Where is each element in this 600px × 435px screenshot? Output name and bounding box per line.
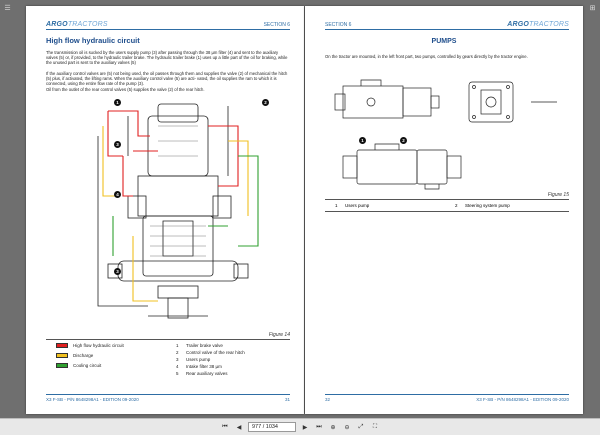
legend-divider [325,211,569,212]
footer-page-number: 32 [325,397,331,402]
legend-item: 1 Trailer brake valve [176,342,223,349]
callout-1: 1 [114,99,121,106]
callout-2: 2 [262,99,269,106]
legend-color-row: Cooling circuit [56,362,101,369]
viewer-toolbar: ⏮ ◀ 977 / 1034 ▶ ⏭ ⊕ ⊖ ⤢ ⛶ [0,418,600,435]
legend-color-label: Cooling circuit [73,363,102,368]
page-header: ARGOTRACTORS SECTION 6 [46,20,290,30]
next-page-icon[interactable]: ▶ [302,424,308,431]
page-right: SECTION 6 ARGOTRACTORS PUMPS On the trac… [305,6,583,414]
legend-item-number: 1 [176,343,179,348]
section-heading: PUMPS [431,38,457,45]
legend-color-row: High flow hydraulic circuit [56,342,124,349]
brand-main: ARGO [507,21,530,28]
page-header: SECTION 6 ARGOTRACTORS [325,20,569,30]
legend-item-label: Users pump [186,357,211,362]
brand-sub: TRACTORS [67,21,108,28]
previous-page-icon[interactable]: ◀ [236,424,242,431]
brand-main: ARGO [46,21,68,28]
legend-item-number: 3 [176,357,179,362]
footer-page-number: 31 [284,397,290,402]
figure-label: Figure 14 [268,332,290,338]
paragraph-1: On the tractor are mounted, in the left … [325,54,528,59]
brand-sub: TRACTORS [529,21,569,28]
page-number-input[interactable]: 977 / 1034 [248,422,296,432]
legend-item-number: 4 [176,364,179,369]
section-label: SECTION 6 [263,22,290,28]
legend-item-label: Control valve of the rear hitch [186,350,245,355]
legend-item-number: 2 [176,350,179,355]
page-spread: ARGOTRACTORS SECTION 6 High flow hydraul… [26,6,583,414]
legend-color-label: Discharge [73,353,94,358]
pump-drawing-side [342,143,462,190]
legend-swatch-red [56,343,68,348]
legend-item-number: 1 [335,203,338,208]
callout-1: 1 [359,137,366,144]
callout-3: 3 [114,141,121,148]
zoom-in-icon[interactable]: ⊕ [330,424,336,431]
legend-item-number: 5 [176,371,179,376]
callout-4: 4 [114,191,121,198]
legend-swatch-yellow [56,353,68,358]
legend-color-row: Discharge [56,352,93,359]
legend-item-label: Users pump [345,203,370,208]
legend-item: 2 Steering system pump [455,202,510,209]
pump-drawing-top [334,79,557,123]
paragraph-3: Oil from the outlet of the rear control … [46,87,205,92]
paragraph-1: The transmission oil is sucked by the us… [46,50,288,66]
sidebar-toggle-icon[interactable]: ☰ [4,4,11,12]
callout-2: 2 [400,137,407,144]
last-page-icon[interactable]: ⏭ [316,423,322,430]
page-left: ARGOTRACTORS SECTION 6 High flow hydraul… [26,6,304,414]
brand-logo: ARGOTRACTORS [46,21,108,28]
legend-item: 1 Users pump [335,202,369,209]
section-heading: High flow hydraulic circuit [46,36,140,45]
legend-item: 5 Rear auxiliary valves [176,370,228,377]
fit-page-icon[interactable]: ⤢ [358,423,364,430]
paragraph-2: If the auxiliary control valves are (5) … [46,71,288,87]
legend-item-number: 2 [455,203,458,208]
page-footer: 32 X3 F-SB - P/N 8648298A1 - EDITION 09-… [325,394,569,402]
figure-label: Figure 15 [547,192,569,198]
legend-color-label: High flow hydraulic circuit [73,343,124,348]
callout-3b: 3 [114,268,121,275]
legend-item: 2 Control valve of the rear hitch [176,349,245,356]
footer-edition: X3 F-SB - P/N 8648298A1 - EDITION 09-202… [46,397,139,402]
figure-divider [325,199,569,200]
legend-swatch-green [56,363,68,368]
zoom-out-icon[interactable]: ⊖ [344,424,350,431]
first-page-icon[interactable]: ⏮ [222,423,228,430]
legend-item: 3 Users pump [176,356,210,363]
thumbnail-toggle-icon[interactable]: ⊞ [589,4,596,12]
brand-logo: ARGOTRACTORS [507,21,569,28]
section-label: SECTION 6 [325,22,352,28]
hydraulic-circuit-diagram [97,103,259,319]
legend-item-label: Rear auxiliary valves [186,371,228,376]
legend-item-label: Steering system pump [465,203,510,208]
legend-item-label: Intake filter 38 µm [186,364,222,369]
fullscreen-icon[interactable]: ⛶ [372,423,378,430]
legend-item-label: Trailer brake valve [186,343,223,348]
page-footer: X3 F-SB - P/N 8648298A1 - EDITION 09-202… [46,394,290,402]
legend-item: 4 Intake filter 38 µm [176,363,222,370]
figure-divider [46,339,290,340]
footer-edition: X3 F-SB - P/N 8648298A1 - EDITION 09-202… [476,397,569,402]
